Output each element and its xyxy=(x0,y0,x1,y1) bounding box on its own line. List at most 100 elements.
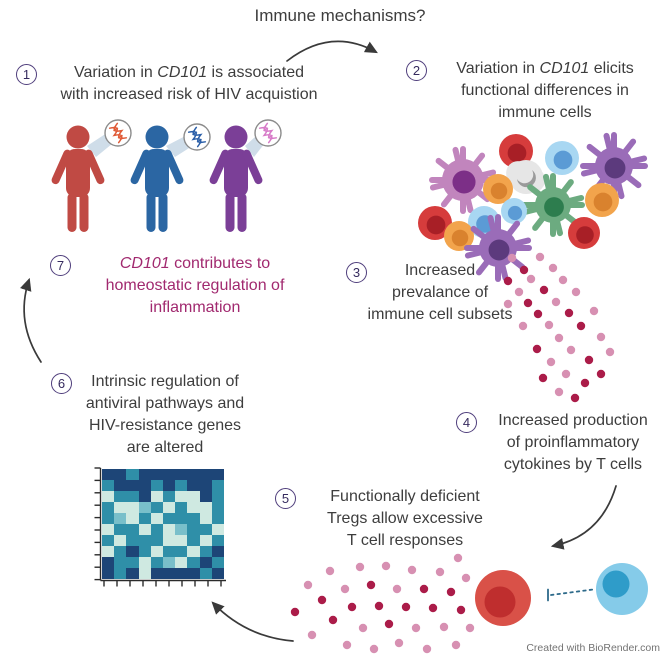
cytokine-dot xyxy=(554,333,564,343)
cytokine-dot xyxy=(548,263,558,273)
heatmap-cell xyxy=(162,480,176,491)
cytokine-dot xyxy=(422,644,432,654)
cytokine-dot xyxy=(439,622,449,632)
cytokine-dot xyxy=(384,619,394,629)
cytokine-dot xyxy=(428,603,438,613)
immune-cell-gray xyxy=(506,160,546,194)
heatmap-cell xyxy=(102,524,115,535)
heatmap-cell xyxy=(162,568,176,579)
heatmap-cell xyxy=(187,513,200,524)
heatmap-cell xyxy=(150,513,163,524)
heatmap-cell xyxy=(126,480,139,491)
heatmap-cell xyxy=(114,568,127,579)
cycle-arrows xyxy=(20,40,617,642)
heatmap-cell xyxy=(114,491,127,502)
heatmap-cell xyxy=(199,469,212,480)
cytokine-dot xyxy=(535,252,545,262)
heatmap-cell xyxy=(126,524,139,535)
heatmap-cell xyxy=(162,502,176,513)
cytokine-dot xyxy=(325,566,335,576)
heatmap-cell xyxy=(199,557,212,568)
cytokine-dot xyxy=(519,265,529,275)
heatmap-cell xyxy=(175,524,188,535)
cytokine-dot xyxy=(411,623,421,633)
cytokine-dot xyxy=(347,602,357,612)
cytokine-dot xyxy=(401,602,411,612)
heatmap-cell xyxy=(150,480,163,491)
heatmap-cell xyxy=(211,502,224,513)
heatmap-cell xyxy=(138,491,151,502)
heatmap-cell xyxy=(187,568,200,579)
heatmap-cell xyxy=(199,568,212,579)
heatmap-cell xyxy=(175,513,188,524)
inhibition-tbar-icon xyxy=(547,588,594,602)
treg-cell-blue xyxy=(596,563,648,615)
step-3-number: 3 xyxy=(346,262,367,283)
heatmap-cell xyxy=(187,524,200,535)
heatmap-cell xyxy=(199,480,212,491)
heatmap-cell xyxy=(162,524,176,535)
heatmap-cell xyxy=(138,546,151,557)
cytokine-dot xyxy=(571,287,581,297)
heatmap-cell xyxy=(138,568,151,579)
cytokine-dot xyxy=(419,584,429,594)
step-7: 7 CD101 contributes to homeostatic regul… xyxy=(50,253,340,319)
cytokine-dot xyxy=(596,369,606,379)
heatmap-cell xyxy=(211,480,224,491)
step-5-text: Functionally deficient Tregs allow exces… xyxy=(327,488,483,549)
cytokine-dot xyxy=(366,580,376,590)
heatmap-cell xyxy=(199,491,212,502)
heatmap-cell xyxy=(126,469,139,480)
cytokine-dot xyxy=(576,321,586,331)
immune-cell-purple xyxy=(580,132,648,200)
heatmap-cell xyxy=(102,502,115,513)
heatmap-cell xyxy=(114,480,127,491)
people-with-dna-callouts xyxy=(51,119,282,232)
heatmap-cell xyxy=(175,557,188,568)
heatmap-cell xyxy=(138,535,151,546)
heatmap-cell xyxy=(187,557,200,568)
immune-cell-cluster xyxy=(418,132,648,282)
person-purple xyxy=(209,119,282,232)
cytokine-dot-streams xyxy=(290,252,615,654)
heatmap-cell xyxy=(187,502,200,513)
cytokine-dot xyxy=(507,253,517,263)
cytokine-dot xyxy=(446,587,456,597)
dna-icon-red xyxy=(108,122,128,144)
heatmap-cell xyxy=(102,469,115,480)
cytokine-dot xyxy=(605,347,615,357)
heatmap-cell xyxy=(162,491,176,502)
heatmap-cell xyxy=(199,502,212,513)
cytokine-dot xyxy=(290,607,300,617)
heatmap-cell xyxy=(102,535,115,546)
cytokine-dot xyxy=(539,285,549,295)
heatmap-cell xyxy=(102,513,115,524)
immune-cell-purple xyxy=(464,214,532,282)
heatmap-cell xyxy=(150,546,163,557)
heatmap-cell xyxy=(211,491,224,502)
cytokine-dot xyxy=(558,275,568,285)
heatmap-cell xyxy=(150,491,163,502)
heatmap-cell xyxy=(114,513,127,524)
cytokine-dot xyxy=(518,321,528,331)
heatmap-cell xyxy=(162,557,176,568)
heatmap-cell xyxy=(150,502,163,513)
heatmap-cell xyxy=(138,480,151,491)
cytokine-dot xyxy=(566,345,576,355)
cytokine-dot xyxy=(544,320,554,330)
cytokine-dot xyxy=(303,580,313,590)
step-6-text: Intrinsic regulation of antiviral pathwa… xyxy=(85,373,245,456)
immune-cell-blue xyxy=(501,198,527,224)
cytokine-dot xyxy=(526,274,536,284)
cytokine-dot xyxy=(374,601,384,611)
cytokine-dot xyxy=(561,369,571,379)
immune-cell-red xyxy=(499,134,533,168)
cytokine-dot xyxy=(307,630,317,640)
treg-tcell-inhibition-scene xyxy=(475,563,648,626)
gene-expression-heatmap xyxy=(102,469,224,579)
heatmap-cell xyxy=(199,513,212,524)
cytokine-dot xyxy=(342,640,352,650)
heatmap-cell xyxy=(114,502,127,513)
